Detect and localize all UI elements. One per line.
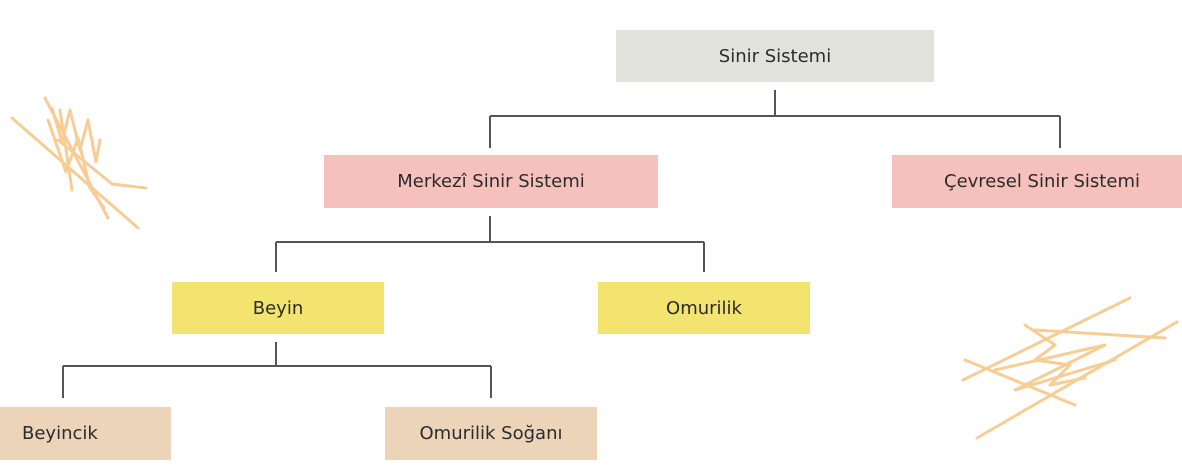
node-label: Beyin — [252, 297, 304, 319]
node-label: Beyincik — [22, 423, 98, 444]
scribble-decoration-top-left — [10, 96, 148, 230]
node-label: Merkezî Sinir Sistemi — [397, 171, 585, 192]
node-cevresel-sinir-sistemi: Çevresel Sinir Sistemi — [892, 155, 1182, 208]
node-label: Omurilik Soğanı — [419, 423, 563, 444]
node-beyincik: Beyincik — [0, 407, 171, 460]
scribble-decoration-bottom-right — [961, 296, 1179, 440]
node-label: Çevresel Sinir Sistemi — [944, 171, 1140, 192]
node-beyin: Beyin — [172, 282, 384, 334]
node-label: Sinir Sistemi — [718, 45, 832, 67]
node-omurilik-sogani: Omurilik Soğanı — [385, 407, 597, 460]
node-label: Omurilik — [666, 297, 742, 319]
node-sinir-sistemi: Sinir Sistemi — [616, 30, 934, 82]
node-omurilik: Omurilik — [598, 282, 810, 334]
node-merkezi-sinir-sistemi: Merkezî Sinir Sistemi — [324, 155, 658, 208]
